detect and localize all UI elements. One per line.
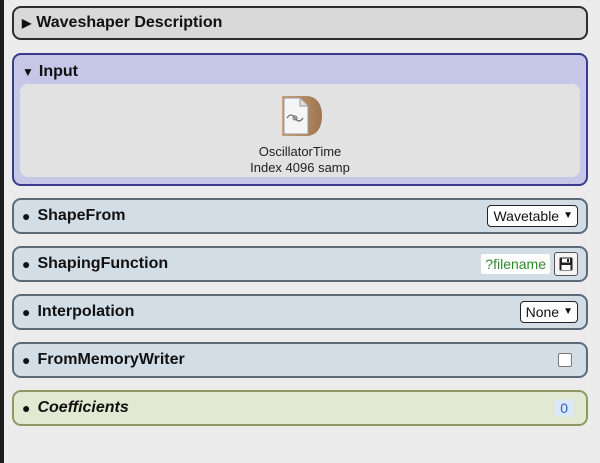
save-button[interactable] [554,252,578,276]
description-header[interactable]: ▶ Waveshaper Description [22,14,222,32]
interpolation-row: ● Interpolation None ▼ [12,294,588,330]
input-source-detail: Index 4096 samp [250,160,350,175]
input-title: Input [38,63,78,80]
bullet-icon: ● [22,208,31,224]
shapingfunction-row: ● ShapingFunction ?filename [12,246,588,282]
collapsed-triangle-icon[interactable]: ▶ [22,16,32,30]
filename-field[interactable]: ?filename [481,254,550,274]
document-icon[interactable] [276,94,324,138]
window-edge [0,0,4,463]
frommemorywriter-label: FromMemoryWriter [37,351,185,368]
description-panel[interactable]: ▶ Waveshaper Description [12,6,588,40]
frommemorywriter-row: ● FromMemoryWriter [12,342,588,378]
bullet-icon: ● [22,400,31,416]
shapefrom-row: ● ShapeFrom Wavetable ▼ [12,198,588,234]
expanded-triangle-icon[interactable]: ▼ [22,65,34,79]
bullet-icon: ● [22,304,31,320]
interpolation-value: None [525,304,560,320]
coefficients-label: Coefficients [37,399,129,416]
input-source-name: OscillatorTime [258,144,342,159]
chevron-down-icon: ▼ [563,210,573,221]
interpolation-select[interactable]: None ▼ [519,301,578,323]
input-header[interactable]: ▼ Input [22,63,78,81]
shapingfunction-label: ShapingFunction [37,255,169,272]
bullet-icon: ● [22,352,31,368]
shapefrom-value: Wavetable [493,208,560,224]
coefficients-row: ● Coefficients 0 [12,390,588,426]
chevron-down-icon: ▼ [563,306,573,317]
coefficients-count[interactable]: 0 [554,399,574,417]
interpolation-label: Interpolation [37,303,135,320]
input-panel: ▼ Input OscillatorTime Index 4096 samp [12,53,588,186]
save-icon [559,257,573,271]
shapefrom-select[interactable]: Wavetable ▼ [487,205,578,227]
frommemorywriter-checkbox[interactable] [558,353,572,367]
input-drop-area[interactable]: OscillatorTime Index 4096 samp [20,84,580,177]
description-title: Waveshaper Description [36,14,223,31]
bullet-icon: ● [22,256,31,272]
shapefrom-label: ShapeFrom [37,207,126,224]
